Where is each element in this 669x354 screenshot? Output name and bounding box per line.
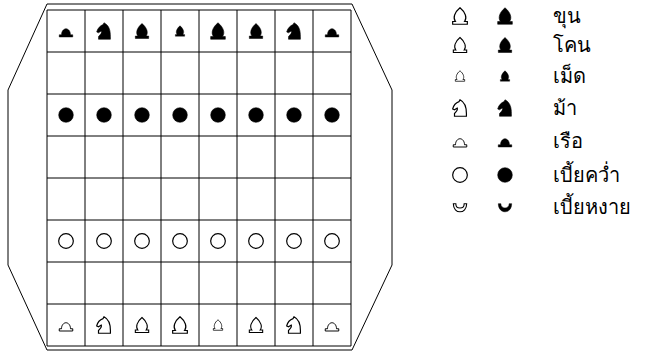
piece-symbol [135,24,148,39]
legend-label: โคน [553,33,591,57]
legend-label: ม้า [553,96,577,120]
piece-symbol [97,108,112,123]
grid-line [313,10,314,346]
legend-label: เบี้ยหงาย [553,195,631,219]
piece-symbol [498,8,513,25]
piece-symbol [211,23,226,40]
piece-symbol [325,29,339,37]
grid-line [47,304,351,305]
piece-symbol [453,168,468,183]
piece-symbol [97,234,112,249]
piece-symbol [498,100,512,117]
piece-symbol [249,234,264,249]
piece-symbol [453,204,466,212]
board-outline [8,4,392,350]
piece-symbol [498,168,513,183]
legend-label: เบี้ยคว่ำ [553,163,620,187]
piece-symbol [59,234,74,249]
legend-label: เรือ [553,129,583,153]
grid-line [237,10,238,346]
piece-symbol [175,26,184,37]
piece-symbol [213,320,222,331]
piece-symbol [287,23,301,40]
grid-line [47,178,351,179]
piece-symbol [453,8,468,25]
piece-symbol [173,108,188,123]
piece-symbol [135,108,150,123]
piece-symbol [453,100,467,117]
piece-symbol [287,234,302,249]
piece-symbol [135,318,148,333]
piece-symbol [325,108,340,123]
piece-symbol [135,234,150,249]
grid-line [47,220,351,221]
piece-symbol [59,29,73,37]
piece-symbol [59,108,74,123]
piece-symbol [325,234,340,249]
piece-symbol [173,317,188,334]
legend-symbols [453,8,513,212]
grid-line [47,262,351,263]
piece-symbol [500,71,509,82]
piece-symbol [455,71,464,82]
legend-label: ขุน [553,4,581,28]
piece-symbol [249,24,262,39]
piece-symbol [249,318,262,333]
piece-symbol [498,38,511,53]
piece-symbol [211,108,226,123]
grid-line [351,10,352,346]
piece-symbol [325,323,339,331]
piece-symbol [287,317,301,334]
piece-symbol [287,108,302,123]
piece-symbol [173,234,188,249]
piece-symbol [249,108,264,123]
piece-symbol [59,323,73,331]
board-pieces [59,23,340,334]
piece-symbol [97,23,111,40]
legend-label: เม็ด [553,64,586,88]
grid-line [47,346,351,347]
grid-line [275,10,276,346]
piece-symbol [453,139,467,147]
piece-symbol [453,38,466,53]
board-grid [47,10,351,346]
piece-symbol [498,204,511,212]
piece-symbol [498,139,512,147]
piece-symbol [211,234,226,249]
piece-symbol [97,317,111,334]
